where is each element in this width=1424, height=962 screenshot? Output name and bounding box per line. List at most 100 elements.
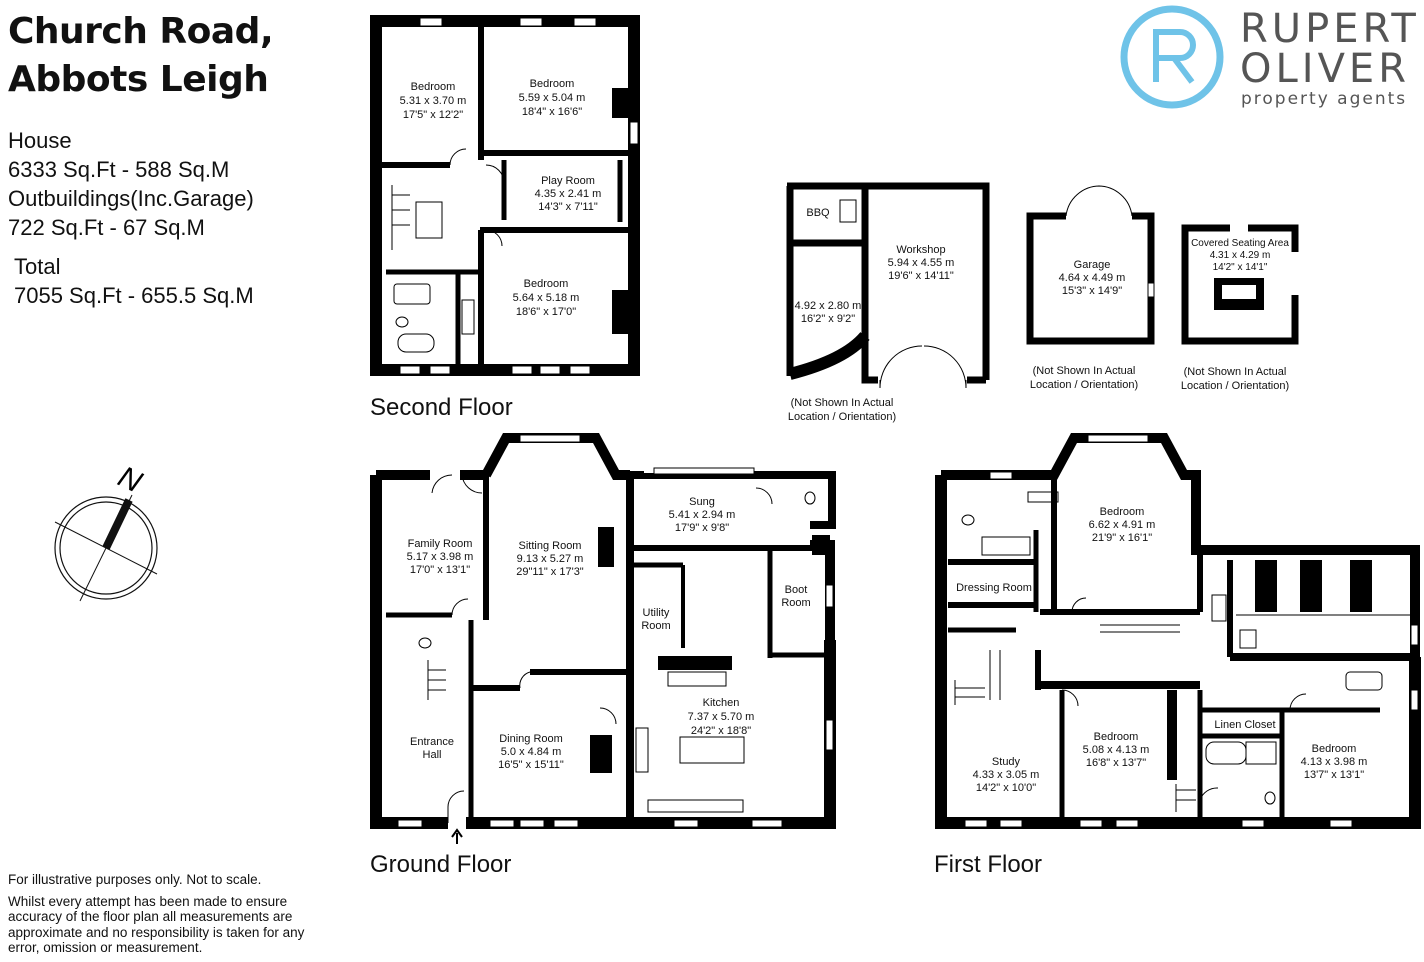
logo-word-oliver: OLIVER	[1240, 46, 1410, 92]
workshop-name: Workshop	[896, 244, 945, 256]
window	[511, 365, 533, 375]
window	[1410, 624, 1419, 646]
gf-utility-room-name-2: Room	[641, 620, 670, 632]
toilet	[804, 491, 816, 505]
sf-bedroom-1-imperial: 17'5" x 12'2"	[403, 109, 463, 121]
first-floor-room-labels: Bedroom 6.62 x 4.91 m 21'9" x 16'1" Dres…	[956, 506, 1367, 794]
window	[1147, 282, 1155, 298]
kitchen-worktop	[647, 799, 744, 813]
french-doors	[431, 474, 483, 494]
gf-kitchen-imperial: 24'2" x 18'8"	[691, 725, 751, 737]
seating-labels: Covered Seating Area 4.31 x 4.29 m 14'2"…	[1181, 238, 1289, 392]
compass-inner-ring	[59, 501, 153, 595]
staircase	[427, 660, 446, 700]
gf-boot-room-name-2: Room	[781, 597, 810, 609]
sf-bedroom-2-metric: 5.59 x 5.04 m	[519, 92, 586, 104]
compass-outer-ring	[54, 496, 158, 600]
staircase	[954, 650, 1001, 705]
staircase	[391, 185, 410, 250]
bath	[1345, 671, 1383, 691]
window	[1329, 819, 1353, 828]
window	[629, 121, 639, 145]
door-swing	[485, 229, 503, 247]
window	[673, 819, 699, 828]
compass-north-label: N	[113, 460, 147, 499]
shower	[981, 536, 1031, 556]
window	[825, 719, 834, 751]
front-door-swing	[447, 790, 465, 823]
area-summary: House 6333 Sq.Ft - 588 Sq.M Outbuildings…	[8, 126, 254, 310]
logo-tagline: property agents	[1241, 89, 1407, 109]
ff-linen-closet-name: Linen Closet	[1214, 719, 1275, 731]
basins	[461, 299, 475, 335]
gf-outer-wall	[370, 475, 448, 829]
window	[489, 819, 515, 828]
ff-study-metric: 4.33 x 3.05 m	[973, 769, 1040, 781]
ground-floor-room-labels: Family Room 5.17 x 3.98 m 17'0" x 13'1" …	[407, 496, 811, 771]
compass-rose: N	[54, 460, 158, 602]
workshop-note-2: Location / Orientation)	[788, 411, 896, 423]
garage-labels: Garage 4.64 x 4.49 m 15'3" x 14'9" (Not …	[1030, 259, 1138, 391]
sf-bedroom-3-imperial: 18'6" x 17'0"	[516, 306, 576, 318]
gf-sitting-room-metric: 9.13 x 5.27 m	[517, 553, 584, 565]
gf-kitchen-name: Kitchen	[703, 697, 740, 709]
second-floor-plan	[370, 15, 640, 376]
chimney-stack	[1300, 560, 1322, 612]
gf-dining-room-metric: 5.0 x 4.84 m	[501, 746, 562, 758]
gf-utility-room-name-1: Utility	[643, 607, 670, 619]
kitchen-units	[658, 656, 732, 670]
seating-wall	[1181, 232, 1299, 345]
window	[1410, 689, 1419, 711]
address-line-1: Church Road,	[8, 11, 274, 52]
window	[964, 819, 988, 828]
window	[399, 365, 421, 375]
gf-bay-window	[481, 433, 630, 480]
second-floor-label: Second Floor	[370, 394, 513, 421]
covered-seating-outbuilding	[1181, 224, 1299, 345]
ff-bedroom-2-metric: 5.08 x 4.13 m	[1083, 744, 1150, 756]
sf-bedroom-3-metric: 5.64 x 5.18 m	[513, 292, 580, 304]
total-label: Total	[14, 254, 61, 279]
fireplace	[590, 735, 612, 773]
workshop-metric: 5.94 x 4.55 m	[888, 257, 955, 269]
fireplace	[598, 527, 614, 567]
window	[1087, 434, 1149, 443]
sf-bedroom-3-name: Bedroom	[524, 278, 569, 290]
disclaimer-line-2: Whilst every attempt has been made to en…	[8, 893, 305, 956]
gf-outer-wall	[466, 640, 836, 829]
gf-sitting-room-imperial: 29"11" x 17'3"	[516, 566, 584, 578]
chimney-breast	[612, 88, 628, 118]
toilet	[395, 316, 409, 328]
gf-sung-wall	[630, 471, 836, 529]
sf-play-room-imperial: 14'3" x 7'11"	[538, 201, 598, 213]
door-swing	[449, 148, 467, 166]
gf-family-room-metric: 5.17 x 3.98 m	[407, 551, 474, 563]
garage-name: Garage	[1074, 259, 1111, 271]
window	[1115, 819, 1139, 828]
disclaimer: For illustrative purposes only. Not to s…	[8, 872, 328, 962]
bathtub	[397, 333, 435, 353]
seating-note-1: (Not Shown In Actual	[1184, 366, 1287, 378]
logo-word-rupert: RUPERT	[1240, 6, 1420, 52]
ff-bedroom-3-metric: 4.13 x 3.98 m	[1301, 756, 1368, 768]
seating-note-2: Location / Orientation)	[1181, 380, 1289, 392]
workshop-wall	[787, 182, 990, 380]
workshop-note-1: (Not Shown In Actual	[791, 397, 894, 409]
gf-sung-imperial: 17'9" x 9'8"	[675, 522, 729, 534]
gf-family-room-name: Family Room	[408, 538, 473, 550]
ff-main-bedroom-imperial: 21'9" x 16'1"	[1092, 532, 1152, 544]
window	[519, 819, 545, 828]
second-floor-room-labels: Bedroom 5.31 x 3.70 m 17'5" x 12'2" Bedr…	[400, 78, 602, 318]
garage-wall	[1026, 212, 1155, 345]
garage-imperial: 15'3" x 14'9"	[1062, 285, 1122, 297]
toilet	[961, 514, 975, 526]
garage-note-2: Location / Orientation)	[1030, 379, 1138, 391]
seating-imperial: 14'2" x 14'1"	[1213, 262, 1268, 273]
skylight	[1211, 594, 1227, 622]
garage-doors	[1065, 185, 1133, 217]
sf-bedroom-1-metric: 5.31 x 3.70 m	[400, 95, 467, 107]
window	[751, 819, 783, 828]
store-curved-wall	[788, 331, 870, 380]
gf-kitchen-metric: 7.37 x 5.70 m	[688, 711, 755, 723]
chimney-block	[812, 535, 830, 555]
